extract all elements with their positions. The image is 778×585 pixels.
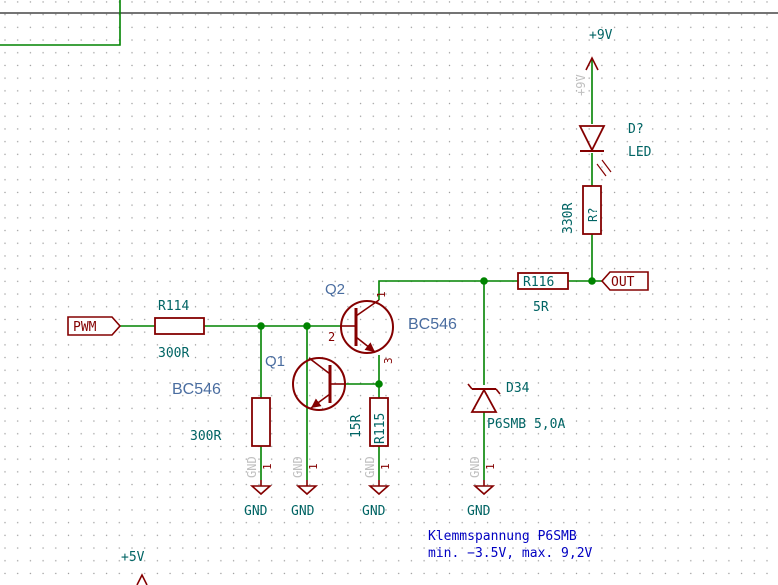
junction [588, 277, 596, 285]
led-resistor-value: 330R [561, 203, 576, 234]
diode-d34[interactable]: D34 P6SMB 5,0A [467, 381, 565, 432]
gnd-symbol-2[interactable]: GND GND 1 [291, 456, 320, 519]
gnd-symbol-1[interactable]: GND GND 1 [244, 456, 274, 519]
q1-ref: Q1 [265, 353, 285, 370]
wires [120, 58, 602, 480]
svg-text:1: 1 [484, 463, 497, 470]
junction [257, 322, 265, 330]
d34-ref: D34 [506, 381, 530, 396]
r116-value: 5R [533, 300, 549, 315]
junction [480, 277, 488, 285]
q2-pin-3: 3 [382, 357, 395, 364]
gnd-symbol-4[interactable]: GND GND 1 [467, 456, 497, 519]
led-value: LED [628, 145, 652, 160]
base-resistor-value: 300R [190, 429, 221, 444]
resistor-base[interactable]: 300R [190, 397, 271, 447]
gnd-symbol-3[interactable]: GND GND 1 [362, 456, 392, 519]
led-ref: D? [628, 122, 644, 137]
svg-text:1: 1 [307, 463, 320, 470]
out-label[interactable]: OUT [600, 271, 649, 291]
power-9v-label: +9V [589, 28, 613, 43]
clamping-voltage-note[interactable]: Klemmspannung P6SMB min. −3.5V, max. 9,2… [428, 529, 593, 561]
svg-text:1: 1 [261, 463, 274, 470]
svg-text:GND: GND [467, 504, 491, 519]
svg-text:PWM: PWM [73, 320, 97, 335]
led-resistor-ref: R? [586, 208, 600, 222]
junction [303, 322, 311, 330]
resistor-r114[interactable]: R114 300R [154, 299, 205, 361]
power-5v[interactable]: +5V [121, 550, 148, 585]
sheet-frame[interactable] [0, 0, 121, 46]
svg-text:GND: GND [362, 504, 386, 519]
svg-text:OUT: OUT [611, 275, 635, 290]
resistor-led[interactable]: R? 330R [561, 185, 602, 235]
q1-value: BC546 [172, 381, 221, 398]
svg-text:GND: GND [245, 456, 259, 478]
r115-ref: R115 [373, 413, 388, 444]
junction [375, 380, 383, 388]
pwm-label[interactable]: PWM [67, 316, 122, 336]
svg-text:1: 1 [379, 463, 392, 470]
note-line-1: Klemmspannung P6SMB [428, 529, 577, 544]
svg-text:GND: GND [291, 456, 305, 478]
note-line-2: min. −3.5V, max. 9,2V [428, 546, 593, 561]
resistor-r115[interactable]: R115 15R [349, 397, 389, 447]
svg-text:GND: GND [363, 456, 377, 478]
svg-text:GND: GND [468, 456, 482, 478]
transistor-q2[interactable]: Q2 BC546 1 2 3 [325, 281, 457, 364]
junctions [257, 277, 596, 388]
power-9v[interactable]: +9V +9V [574, 28, 613, 96]
r116-ref: R116 [523, 275, 554, 290]
transistor-q1[interactable]: Q1 BC546 [172, 353, 346, 411]
power-9v-hidden-label: +9V [574, 74, 588, 96]
r114-value: 300R [158, 346, 189, 361]
q2-pin-1: 1 [375, 291, 388, 298]
led[interactable]: D? LED [578, 122, 652, 177]
svg-text:GND: GND [291, 504, 315, 519]
d34-value: P6SMB 5,0A [487, 417, 565, 432]
q2-ref: Q2 [325, 281, 345, 298]
r115-value: 15R [349, 414, 364, 438]
resistor-r116[interactable]: R116 5R [517, 272, 569, 315]
svg-text:GND: GND [244, 504, 268, 519]
q2-pin-2: 2 [328, 330, 335, 344]
r114-ref: R114 [158, 299, 189, 314]
q2-value: BC546 [408, 316, 457, 333]
power-5v-label: +5V [121, 550, 145, 565]
